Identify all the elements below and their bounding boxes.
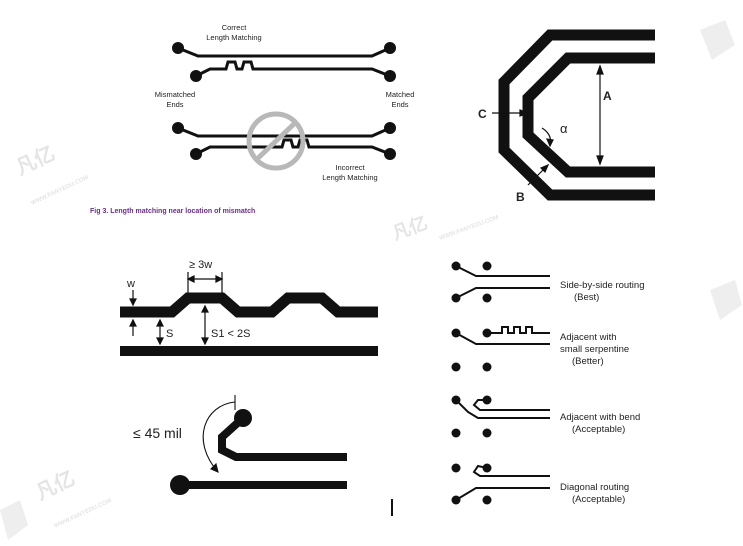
- label-b: B: [516, 190, 525, 204]
- routing-option-side-by-side: Side-by-side routing (Best): [451, 261, 645, 303]
- watermark-logo-icon: [0, 500, 28, 540]
- routing-option-line1: Adjacent with bend: [560, 412, 640, 423]
- incorrect-label-line1: Incorrect: [335, 163, 365, 172]
- pad: [384, 42, 396, 54]
- watermark-brand: 凡亿: [32, 466, 78, 505]
- routing-options: Side-by-side routing (Best) Adjacent wit…: [451, 261, 645, 505]
- pad: [170, 475, 190, 495]
- pad: [172, 122, 184, 134]
- length-matching-diagram: Correct Length Matching Mismatched Ends …: [155, 23, 415, 182]
- routing-option-line2: (Acceptable): [572, 494, 625, 505]
- angle-label: ≤ 45 mil: [133, 425, 182, 441]
- label-alpha: α: [560, 121, 568, 136]
- pad: [384, 148, 396, 160]
- watermark-url: WWW.FANYEDU.COM: [53, 498, 112, 530]
- routing-option-line1: Diagonal routing: [560, 482, 629, 493]
- routing-option-diagonal: Diagonal routing (Acceptable): [451, 463, 629, 505]
- watermark-logo-icon: [700, 20, 735, 60]
- routing-option-line1: Side-by-side routing: [560, 280, 645, 291]
- bend-geometry-diagram: A C B α: [478, 29, 655, 204]
- prohibited-icon: [246, 111, 306, 171]
- routing-option-small-serpentine: Adjacent with small serpentine (Better): [451, 326, 629, 372]
- watermark-brand: 凡亿: [12, 141, 58, 180]
- spacing-label: S: [166, 328, 173, 340]
- pad: [384, 70, 396, 82]
- watermark-brand: 凡亿: [389, 212, 430, 244]
- pad: [190, 70, 202, 82]
- text-cursor-mark: [391, 499, 393, 516]
- correct-label-line2: Length Matching: [206, 33, 261, 42]
- pad: [172, 42, 184, 54]
- incorrect-label-line2: Length Matching: [322, 173, 377, 182]
- pad: [190, 148, 202, 160]
- correct-pair-traces: [177, 46, 391, 78]
- figure-caption: Fig 3. Length matching near location of …: [90, 208, 255, 215]
- watermark-url: WWW.FANYEDU.COM: [439, 215, 500, 242]
- serpentine-spacing-diagram: w ≥ 3w S S1 < 2S: [120, 259, 378, 356]
- s1-label: S1 < 2S: [211, 328, 250, 340]
- routing-option-line2: small serpentine: [560, 344, 629, 355]
- watermark-url: WWW.FANYEDU.COM: [30, 175, 89, 207]
- mismatched-label-line2: Ends: [166, 100, 183, 109]
- correct-label-line1: Correct: [222, 23, 248, 32]
- label-a: A: [603, 89, 612, 103]
- watermark-logo-icon: [710, 280, 742, 320]
- routing-option-line3: (Better): [572, 356, 604, 367]
- matched-label-line1: Matched: [386, 90, 415, 99]
- label-c: C: [478, 107, 487, 121]
- routing-option-line2: (Acceptable): [572, 424, 625, 435]
- pitch-label: ≥ 3w: [189, 259, 212, 271]
- routing-option-line1: Adjacent with: [560, 332, 617, 343]
- breakout-angle-diagram: ≤ 45 mil: [133, 395, 347, 495]
- pad: [234, 409, 252, 427]
- routing-option-line2: (Best): [574, 292, 599, 303]
- matched-label-line2: Ends: [391, 100, 408, 109]
- width-label: w: [126, 278, 135, 290]
- mismatched-label-line1: Mismatched: [155, 90, 195, 99]
- routing-option-bend: Adjacent with bend (Acceptable): [451, 395, 640, 438]
- pad: [384, 122, 396, 134]
